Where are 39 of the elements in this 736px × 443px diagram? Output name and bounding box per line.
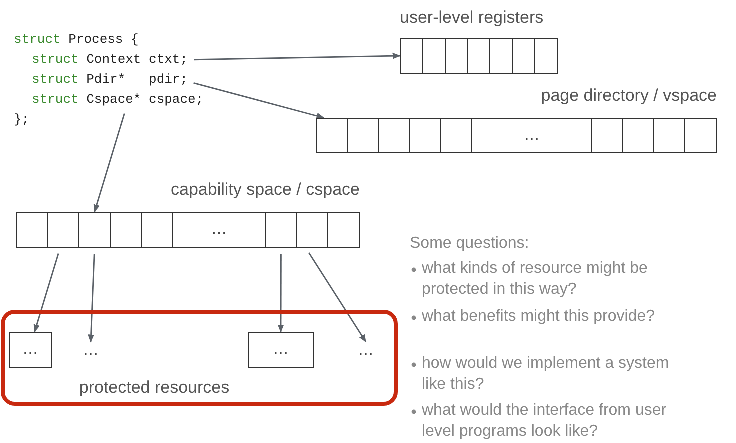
cspace-array	[16, 180, 360, 248]
array-cell	[78, 212, 112, 248]
array-cell	[16, 212, 49, 248]
array-cell	[327, 212, 360, 248]
array-cell: …	[172, 212, 266, 248]
bullet-item: what kinds of resource might be protected in this way?	[422, 259, 649, 300]
code-line: };	[14, 112, 30, 128]
bullet-item: what benefits might this provide?	[422, 307, 656, 327]
arrow	[88, 254, 96, 343]
array-cell	[264, 212, 298, 248]
array-cell	[296, 212, 329, 248]
code-line: struct Context ctxt;	[32, 52, 188, 68]
array-title: capability space / cspace	[171, 180, 360, 200]
register-array	[400, 8, 558, 74]
array-cell	[47, 212, 80, 248]
resource-box: …	[248, 332, 314, 368]
arrow	[308, 252, 367, 343]
ellipsis: …	[358, 342, 374, 360]
array-title: page directory / vspace	[541, 86, 717, 106]
arrow	[194, 52, 401, 61]
array-title: user-level registers	[400, 8, 544, 28]
code-line: struct Pdir* pdir;	[32, 72, 188, 88]
page-directory-array	[316, 86, 717, 153]
group-label: protected resources	[78, 378, 231, 398]
bullet-item: how would we implement a system like this?	[422, 354, 670, 395]
code-line: struct Process {	[14, 32, 139, 48]
array-cell	[110, 212, 142, 248]
bullet-item: what would the interface from user level programs look like?	[422, 401, 668, 442]
ellipsis: …	[83, 342, 99, 360]
arrow	[278, 254, 284, 333]
protected-resources-group	[1, 310, 398, 406]
arrow	[94, 114, 126, 213]
resource-box: …	[9, 332, 52, 368]
arrow	[34, 254, 60, 333]
ellipsis: …	[524, 126, 540, 144]
heading-text: Some questions:	[410, 234, 530, 254]
code-line: struct Cspace* cspace;	[32, 92, 204, 108]
array-cell	[140, 212, 174, 248]
arrow	[194, 82, 325, 120]
